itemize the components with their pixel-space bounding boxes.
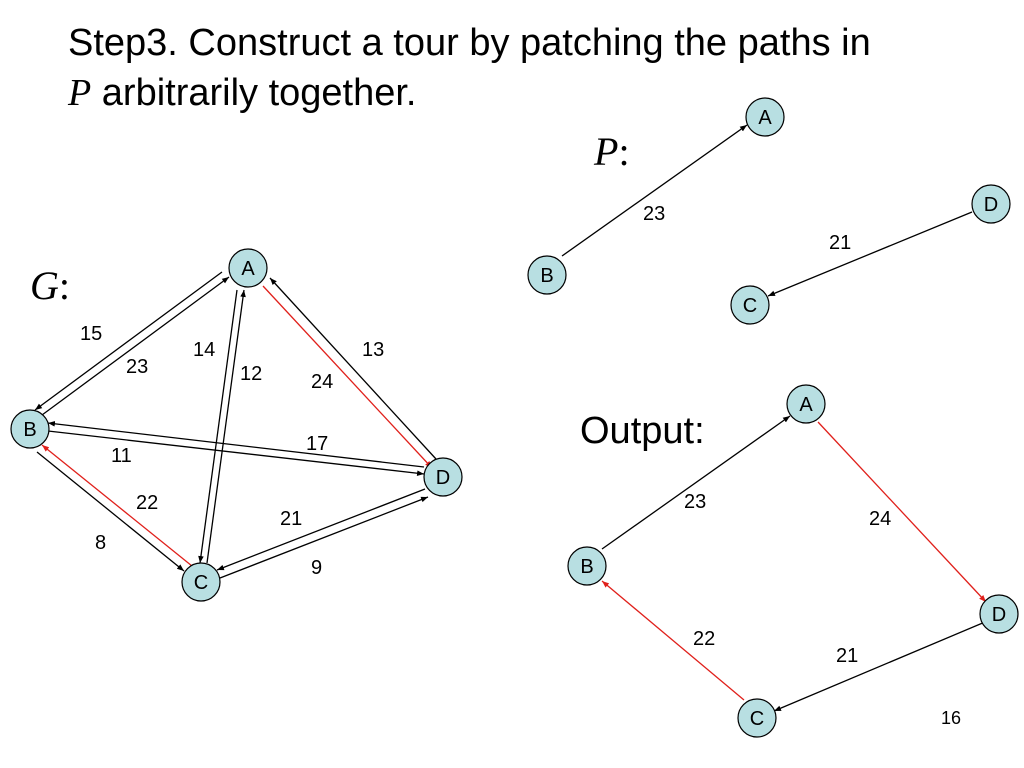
edge-g-d-to-a xyxy=(269,277,437,460)
edge-g-c-to-a xyxy=(206,289,246,564)
weight-g-c-a: 12 xyxy=(240,363,262,385)
edge-g-b-to-c xyxy=(36,451,185,572)
node-p-a-label: A xyxy=(758,107,772,129)
weight-out-a-d: 24 xyxy=(869,508,891,530)
weight-g-a-d: 24 xyxy=(311,371,333,393)
node-g-b: B xyxy=(10,409,50,449)
paths-p-colon: : xyxy=(618,129,630,174)
node-out-a-label: A xyxy=(799,394,813,416)
edge-g-c-to-d xyxy=(219,496,429,579)
edge-g-c-to-b xyxy=(41,444,193,567)
page-number: 16 xyxy=(941,708,962,728)
edge-g-d-to-c xyxy=(216,488,426,571)
node-g-a: A xyxy=(228,248,268,288)
weight-g-c-d: 9 xyxy=(311,557,322,579)
node-out-d: D xyxy=(979,594,1019,634)
graph-g-label: G: xyxy=(30,262,70,309)
graph-g-variable: G xyxy=(30,263,59,308)
weight-g-b-d: 11 xyxy=(111,445,132,467)
node-out-b: B xyxy=(567,546,607,586)
node-out-d-label: D xyxy=(992,604,1006,626)
edge-g-d-to-b xyxy=(47,421,425,468)
edge-g-a-to-d xyxy=(262,285,433,469)
title-line-1: Step3. Construct a tour by patching the … xyxy=(68,22,871,64)
weight-g-a-c: 14 xyxy=(193,339,215,361)
node-out-c: C xyxy=(737,698,777,738)
node-g-c-label: C xyxy=(194,572,208,594)
weight-g-d-b: 17 xyxy=(306,433,328,455)
edge-g-b-to-d xyxy=(47,430,425,476)
weight-g-d-c: 21 xyxy=(280,508,302,530)
graph-g: 15 23 14 12 13 24 17 11 22 8 21 9 A B C xyxy=(10,248,463,602)
weight-out-b-a: 23 xyxy=(684,491,706,513)
node-out-c-label: C xyxy=(750,708,764,730)
edge-out-b-to-a xyxy=(601,415,791,550)
edge-out-c-to-b xyxy=(601,580,745,701)
weight-p-d-c: 21 xyxy=(829,232,851,254)
output-tour: 23 24 21 22 A B C D xyxy=(567,384,1019,738)
paths-p: 23 21 A B C D xyxy=(527,97,1011,325)
edge-g-a-to-c xyxy=(198,289,238,564)
weight-out-c-b: 22 xyxy=(693,628,715,650)
node-g-a-label: A xyxy=(241,258,255,280)
edge-p-b-to-a xyxy=(561,124,748,257)
node-p-a: A xyxy=(745,97,785,137)
node-p-d-label: D xyxy=(984,194,998,216)
weight-g-b-a: 23 xyxy=(126,356,148,378)
slide-title: Step3. Construct a tour by patching the … xyxy=(68,18,871,118)
weight-out-d-c: 21 xyxy=(836,645,858,667)
node-p-d: D xyxy=(971,184,1011,224)
weight-g-b-c: 8 xyxy=(95,532,106,554)
weight-g-a-b: 15 xyxy=(80,323,102,345)
weight-p-b-a: 23 xyxy=(643,203,665,225)
graph-g-colon: : xyxy=(58,263,71,308)
node-g-d: D xyxy=(423,457,463,497)
paths-p-variable: P xyxy=(594,129,619,174)
title-line-2-rest: arbitrarily together. xyxy=(91,72,417,114)
node-out-b-label: B xyxy=(580,556,593,578)
output-label: Output: xyxy=(580,410,705,452)
node-g-b-label: B xyxy=(23,419,36,441)
node-g-c: C xyxy=(181,562,221,602)
node-p-b-label: B xyxy=(540,265,553,287)
edge-p-d-to-c xyxy=(767,211,973,297)
node-g-d-label: D xyxy=(436,467,450,489)
edge-g-b-to-a xyxy=(41,276,230,416)
node-p-c-label: C xyxy=(743,295,757,317)
node-p-c: C xyxy=(730,285,770,325)
paths-p-label: P: xyxy=(594,128,630,175)
title-line-2: P arbitrarily together. xyxy=(68,68,871,118)
weight-g-d-a: 13 xyxy=(362,339,384,361)
title-variable-p: P xyxy=(68,72,92,114)
edge-g-a-to-b xyxy=(34,271,223,411)
edge-out-a-to-d xyxy=(817,421,987,603)
node-out-a: A xyxy=(786,384,826,424)
node-p-b: B xyxy=(527,255,567,295)
edge-out-d-to-c xyxy=(773,621,986,712)
weight-g-c-b: 22 xyxy=(136,492,158,514)
